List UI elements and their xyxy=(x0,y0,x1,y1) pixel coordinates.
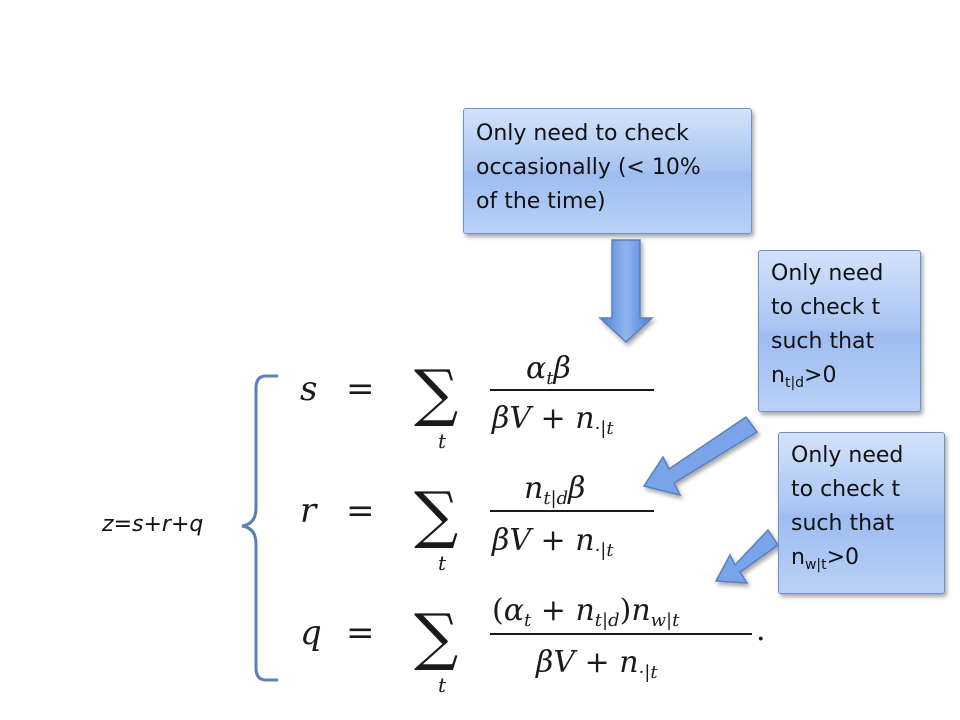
equals-q: = xyxy=(346,613,375,653)
left-brace-icon xyxy=(241,374,278,682)
callout-line: to check t xyxy=(791,477,901,502)
den-r: βV + n·|t xyxy=(491,523,614,561)
lhs-r: r xyxy=(300,491,318,531)
callout-line: to check t xyxy=(771,295,881,320)
index-r: t xyxy=(438,551,447,575)
down-arrow-icon xyxy=(598,239,654,344)
callout-line: Only need xyxy=(771,261,884,286)
num-q: (αt + nt|d)nw|t xyxy=(492,593,680,631)
callout-line: Only need xyxy=(791,443,904,468)
index-q: t xyxy=(438,673,447,697)
callout-line: such that xyxy=(771,329,875,354)
callout-condition: nt|d>0 xyxy=(771,363,837,391)
callout-line: occasionally (< 10% xyxy=(476,155,701,180)
equals-r: = xyxy=(346,491,375,531)
equation-r: r = ∑ t nt|dβ βV + n·|t xyxy=(300,471,654,575)
index-s: t xyxy=(438,429,447,453)
callout-line: of the time) xyxy=(476,189,606,214)
equation-q: q = ∑ t (αt + nt|d)nw|t βV + n·|t . xyxy=(300,593,766,697)
period-q: . xyxy=(756,613,766,648)
callout-check-occasionally: Only need to check occasionally (< 10% o… xyxy=(463,108,752,234)
z-sum-label: z=s+r+q xyxy=(102,512,204,537)
num-r: nt|dβ xyxy=(524,471,586,509)
equation-s: s = ∑ t αtβ βV + n·|t xyxy=(300,351,654,453)
callout-check-t-given-d: Only need to check t such that nt|d>0 xyxy=(758,250,921,412)
equals-s: = xyxy=(346,369,375,409)
sigma-r: ∑ xyxy=(414,478,458,551)
diagonal-arrow-icon-middle xyxy=(642,415,759,497)
den-s: βV + n·|t xyxy=(491,401,614,439)
lhs-s: s xyxy=(300,369,317,409)
diagonal-arrow-icon-bottom xyxy=(714,528,780,584)
sigma-q: ∑ xyxy=(414,600,458,673)
num-s: αtβ xyxy=(526,351,571,389)
callout-line: Only need to check xyxy=(476,121,689,146)
lhs-q: q xyxy=(300,613,322,653)
callout-condition: nw|t>0 xyxy=(791,545,860,573)
callout-line: such that xyxy=(791,511,895,536)
den-q: βV + n·|t xyxy=(535,645,658,683)
callout-check-w-given-t: Only need to check t such that nw|t>0 xyxy=(778,432,945,594)
sigma-s: ∑ xyxy=(414,356,458,429)
